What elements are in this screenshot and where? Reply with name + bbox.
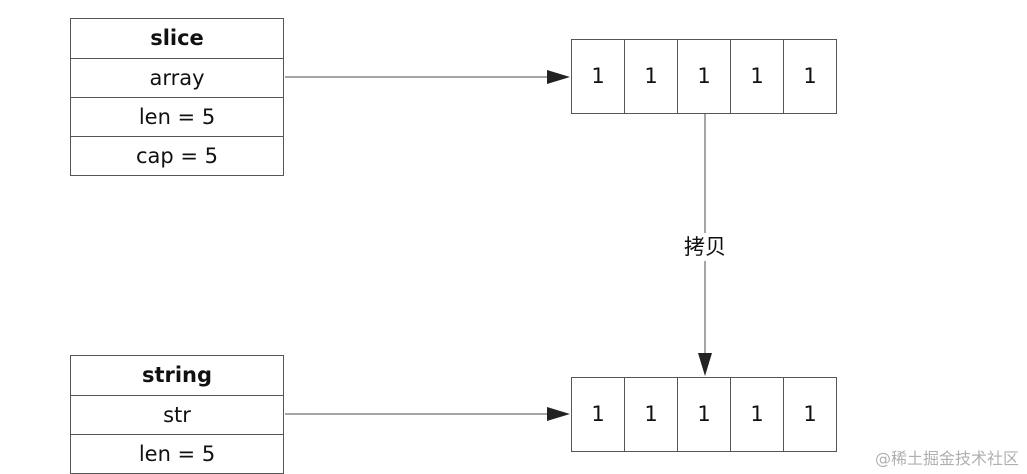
string-title: string xyxy=(141,363,213,387)
copy-arrowhead xyxy=(698,353,712,376)
array-cell: 1 xyxy=(624,40,677,113)
string-str-arrowhead xyxy=(547,407,570,421)
array-cell: 1 xyxy=(591,402,605,426)
slice-field-len: len = 5 xyxy=(71,97,283,136)
array-cell: 1 xyxy=(677,40,730,113)
array-cell: 1 xyxy=(591,64,605,88)
slice-field-array: array xyxy=(71,58,283,97)
copy-label: 拷贝 xyxy=(678,233,732,261)
array-cell: 1 xyxy=(730,40,783,113)
slice-field-cap: cap = 5 xyxy=(71,136,283,175)
slice-title: slice xyxy=(150,26,204,50)
array-cell: 1 xyxy=(783,378,836,451)
array-cell: 1 xyxy=(783,40,836,113)
array-cell: 1 xyxy=(677,378,730,451)
string-backing-array: 1 1 1 1 1 xyxy=(571,377,837,452)
slice-array-arrowhead xyxy=(547,70,570,84)
watermark: @稀土掘金技术社区 xyxy=(874,449,1019,468)
array-cell: 1 xyxy=(624,378,677,451)
string-struct: string str len = 5 xyxy=(70,355,284,474)
array-cell: 1 xyxy=(730,378,783,451)
slice-backing-array: 1 1 1 1 1 xyxy=(571,39,837,114)
string-field-len: len = 5 xyxy=(71,434,283,473)
slice-struct: slice array len = 5 cap = 5 xyxy=(70,18,284,176)
string-field-str: str xyxy=(71,395,283,434)
